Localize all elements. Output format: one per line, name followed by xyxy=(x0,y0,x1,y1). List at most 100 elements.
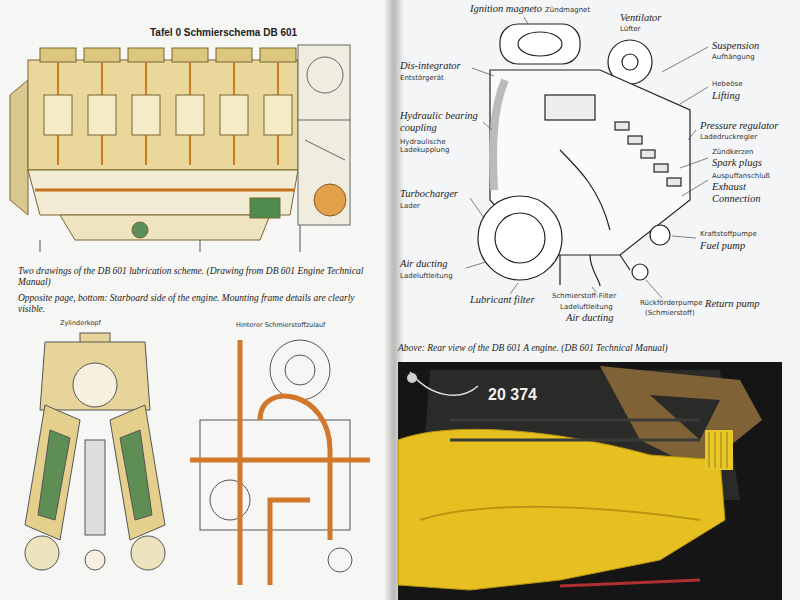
oil-circuit xyxy=(190,340,370,585)
part-label: Schmierstoff-Filter xyxy=(552,292,616,300)
drawing-detail xyxy=(0,0,394,600)
part-label: Ladeluftleitung xyxy=(400,272,453,280)
drawing-detail xyxy=(398,362,782,600)
part-label: Air ducting xyxy=(400,258,448,270)
drawing-detail xyxy=(328,548,352,572)
drawing-detail xyxy=(25,536,59,570)
drawing-detail xyxy=(128,48,164,62)
drawing-detail xyxy=(10,80,28,215)
part-label: Exhaust Connection xyxy=(712,181,784,205)
drawing-detail xyxy=(110,405,165,540)
drawing-detail xyxy=(420,507,700,520)
part-label: Auspuffanschluß xyxy=(712,172,770,180)
part-label: Zündkerzen xyxy=(712,148,754,156)
part-label: Lifting xyxy=(712,90,740,102)
drawing-detail xyxy=(407,373,417,383)
part-label: Ladeluftleitung xyxy=(560,303,613,311)
drawing-detail xyxy=(478,196,562,280)
drawing-detail xyxy=(410,372,478,395)
drawing-detail xyxy=(483,122,492,130)
drawing-detail xyxy=(120,430,152,520)
lubrication-cutaway xyxy=(10,45,350,252)
drawing-detail xyxy=(88,95,116,135)
part-label: Dis-integrator xyxy=(400,60,461,72)
drawing-detail xyxy=(285,355,315,385)
drawing-detail xyxy=(270,500,310,585)
drawing-detail xyxy=(40,225,300,252)
drawing-detail xyxy=(132,95,160,135)
part-label: Suspension xyxy=(712,40,759,52)
drawing-detail xyxy=(495,213,545,263)
drawing-detail xyxy=(264,95,292,135)
drawing-detail xyxy=(44,95,292,135)
part-label: Hydraulic bearing coupling xyxy=(400,110,480,134)
drawing-detail xyxy=(682,180,708,196)
drawing-detail xyxy=(58,62,278,165)
drawing-detail xyxy=(450,420,700,440)
part-label: Return pump xyxy=(705,298,760,310)
part-label: Lubricant filter xyxy=(470,294,534,306)
drawing-detail xyxy=(688,130,696,140)
drawing-detail xyxy=(615,122,681,186)
drawing-detail xyxy=(560,150,610,230)
part-label: Lader xyxy=(400,202,420,210)
drawing-detail xyxy=(500,24,580,64)
part-label: Ventilator xyxy=(620,12,661,24)
drawing-detail xyxy=(641,150,655,158)
part-label: Hinterer Schmierstoffzulauf xyxy=(236,322,325,329)
drawing-detail xyxy=(307,57,343,93)
caption-text: Above: Rear view of the DB 601 A engine.… xyxy=(398,343,668,354)
drawing-detail xyxy=(25,405,80,540)
drawing-detail xyxy=(298,45,350,225)
drawing-detail xyxy=(260,48,296,62)
drawing-detail xyxy=(518,32,562,56)
drawing-detail xyxy=(131,536,165,570)
part-label: Entstörgerät xyxy=(400,74,444,82)
part-label: Turbocharger xyxy=(400,188,458,200)
engine-photo xyxy=(398,362,782,600)
part-label: Fuel pump xyxy=(700,240,745,252)
leader-lines xyxy=(466,17,708,298)
drawing-detail xyxy=(73,363,117,407)
part-label: Ladedruckregler xyxy=(700,133,757,141)
drawing-detail xyxy=(680,87,708,104)
drawing-detail xyxy=(28,60,298,170)
part-label: Kraftstoffpumpe xyxy=(700,230,757,238)
drawing-detail xyxy=(524,17,528,24)
drawing-detail xyxy=(662,47,708,72)
drawing-detail xyxy=(40,48,76,62)
drawing-detail xyxy=(545,95,595,120)
drawing-detail xyxy=(60,215,270,240)
cross-section xyxy=(25,333,165,570)
drawing-detail xyxy=(132,222,148,238)
part-label: Lüfter xyxy=(620,25,640,33)
part-label: Zylinderkopf xyxy=(60,320,101,327)
drawing-detail xyxy=(250,198,280,218)
drawing-detail xyxy=(172,48,208,62)
drawing-detail xyxy=(680,158,708,168)
drawing-detail xyxy=(220,95,248,135)
part-label: Hydraulische Ladekupplung xyxy=(400,138,472,154)
part-label: Air ducting xyxy=(566,312,614,324)
drawing-detail xyxy=(709,432,727,468)
caption-text: Two drawings of the DB 601 lubrication s… xyxy=(18,266,378,288)
drawing-detail xyxy=(667,178,681,186)
drawing-detail xyxy=(472,68,494,76)
drawing-detail xyxy=(44,95,72,135)
drawing-detail xyxy=(510,283,518,294)
part-label: Rückförderpumpe xyxy=(640,299,702,307)
drawing-detail xyxy=(85,440,105,535)
drawing-detail xyxy=(646,280,662,298)
drawing-detail xyxy=(210,480,250,520)
drawing-detail xyxy=(216,48,252,62)
drawing-detail xyxy=(85,550,105,570)
drawing-detail xyxy=(705,430,733,470)
drawing-detail xyxy=(470,198,484,218)
drawing-detail xyxy=(298,120,350,160)
drawing-detail xyxy=(190,340,370,585)
drawing-detail xyxy=(493,80,505,190)
drawing-detail xyxy=(632,264,648,280)
drawing-detail xyxy=(38,430,70,520)
